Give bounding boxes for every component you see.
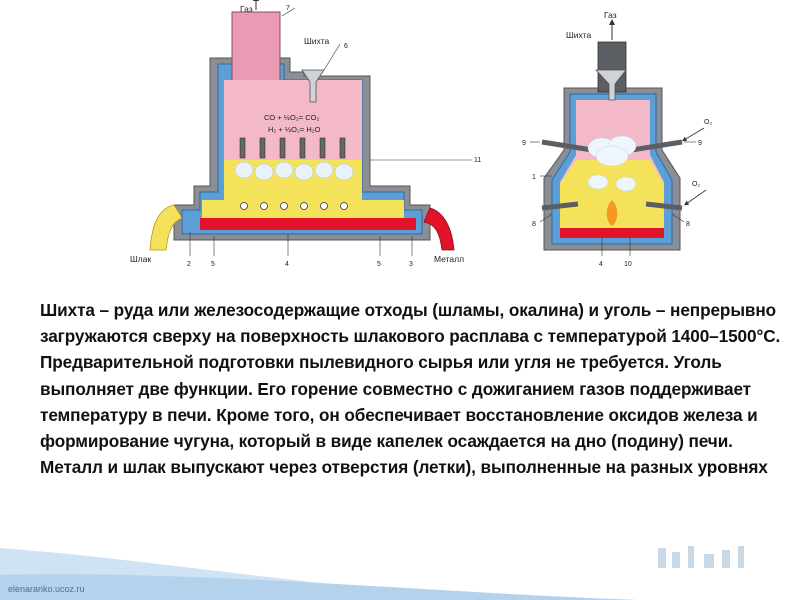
o2-bottom-label: O₂ xyxy=(692,181,700,188)
right-bottom-num: 10 xyxy=(624,261,632,268)
left-bottom-num: 5 xyxy=(377,261,381,268)
right-num-8-left: 8 xyxy=(532,221,536,228)
decorative-bars xyxy=(658,546,744,568)
reaction-2: H₂ + ½O₂= H₂O xyxy=(268,125,321,134)
left-bottom-num: 2 xyxy=(187,261,191,268)
left-furnace: Газ 7 Шихта 6 CO + ½O₂= CO₂ H₂ + ½O₂= H₂… xyxy=(130,0,481,268)
left-num-7: 7 xyxy=(286,5,290,12)
furnace-diagram-svg: Газ 7 Шихта 6 CO + ½O₂= CO₂ H₂ + ½O₂= H₂… xyxy=(130,0,712,268)
site-watermark: elenaranko.ucoz.ru xyxy=(8,584,85,594)
right-num-1: 1 xyxy=(532,174,536,181)
left-num-11: 11 xyxy=(474,157,481,164)
right-num-9-right: 9 xyxy=(698,140,702,147)
description-paragraph: Шихта – руда или железосодержащие отходы… xyxy=(40,300,781,478)
left-bottom-num: 4 xyxy=(285,261,289,268)
left-gas-label: Газ xyxy=(240,4,253,14)
left-charge-label: Шихта xyxy=(304,36,329,46)
furnace-diagram: Газ 7 Шихта 6 CO + ½O₂= CO₂ H₂ + ½O₂= H₂… xyxy=(112,0,752,282)
slag-label: Шлак xyxy=(130,254,151,264)
right-bottom-num: 4 xyxy=(599,261,603,268)
right-num-8-right: 8 xyxy=(686,221,690,228)
right-num-9-left: 9 xyxy=(522,140,526,147)
left-bottom-num: 3 xyxy=(409,261,413,268)
right-furnace: Газ Шихта O₂ O₂ 9 9 1 8 8 4 10 xyxy=(522,10,712,268)
reaction-1: CO + ½O₂= CO₂ xyxy=(264,113,320,122)
metal-label: Металл xyxy=(434,254,464,264)
left-num-6: 6 xyxy=(344,43,348,50)
o2-top-label: O₂ xyxy=(704,119,712,126)
right-gas-label: Газ xyxy=(604,10,617,20)
left-bottom-num: 5 xyxy=(211,261,215,268)
right-charge-label: Шихта xyxy=(566,30,591,40)
